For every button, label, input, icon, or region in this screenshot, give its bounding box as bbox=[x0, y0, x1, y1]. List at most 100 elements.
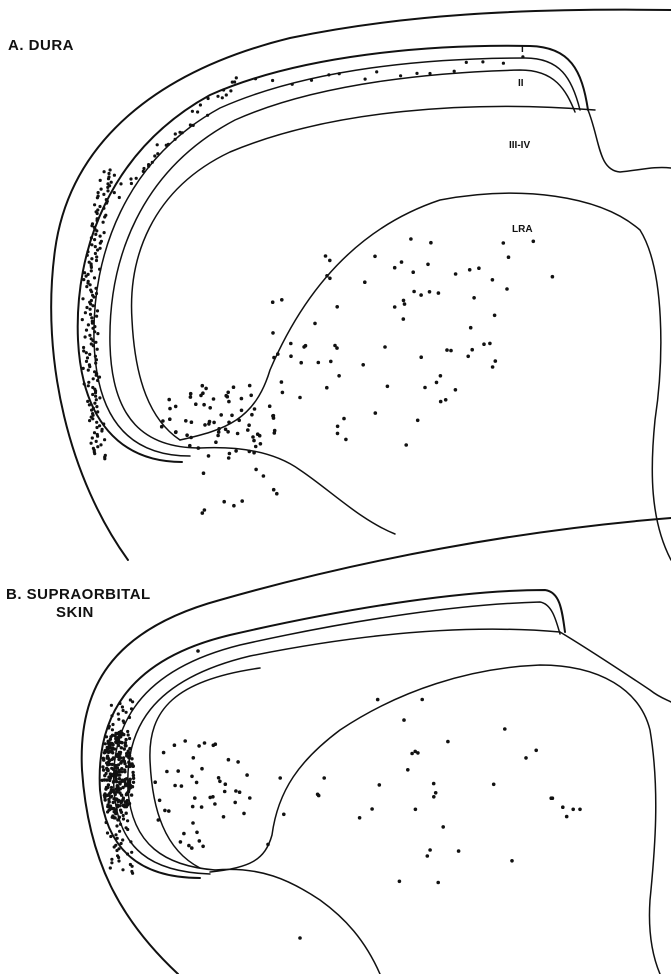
panel-a-cell-dot bbox=[93, 238, 96, 241]
panel-b-cell-dot bbox=[132, 774, 135, 777]
panel-a-cell-dot bbox=[93, 203, 96, 206]
panel-a-cell-dot bbox=[393, 305, 397, 309]
panel-a-cell-dot bbox=[472, 296, 476, 300]
panel-a-cell-dot bbox=[310, 79, 313, 82]
panel-a-cell-dot bbox=[212, 421, 216, 425]
panel-a-cell-dot bbox=[201, 391, 205, 395]
panel-a-cell-dot bbox=[251, 435, 255, 439]
panel-a-cell-dot bbox=[227, 400, 231, 404]
panel-b-cell-dot bbox=[110, 786, 113, 789]
panel-a-cell-dot bbox=[325, 274, 329, 278]
panel-a-cell-dot bbox=[280, 380, 284, 384]
panel-b-cell-dot bbox=[122, 709, 125, 712]
panel-b-cell-dot bbox=[298, 936, 302, 940]
panel-b-cell-dot bbox=[182, 832, 186, 836]
panel-b-cell-dot bbox=[125, 765, 128, 768]
panel-a-cell-dot bbox=[272, 488, 276, 492]
panel-a-cell-dot bbox=[254, 445, 258, 449]
panel-a-cell-dot bbox=[246, 428, 250, 432]
panel-b-cell-dot bbox=[131, 865, 134, 868]
panel-b-cell-dot bbox=[106, 831, 109, 834]
panel-a-cell-dot bbox=[338, 72, 341, 75]
panel-b-lamina-3-outer bbox=[128, 629, 560, 870]
panel-b-cell-dot bbox=[128, 737, 131, 740]
panel-a-cell-dot bbox=[103, 170, 106, 173]
panel-a-cell-dot bbox=[416, 419, 420, 423]
panel-b-cell-dot bbox=[119, 787, 122, 790]
panel-a-cell-dot bbox=[415, 72, 418, 75]
panel-a-cell-dot bbox=[189, 436, 193, 440]
panel-a-cell-dot bbox=[95, 229, 98, 232]
panel-a-cell-dot bbox=[102, 422, 105, 425]
panel-b-cell-dot bbox=[122, 733, 125, 736]
panel-b-cell-dot bbox=[117, 758, 120, 761]
panel-a-cell-dot bbox=[327, 73, 330, 76]
panel-a-cell-dot bbox=[491, 278, 495, 282]
panel-b-cell-dot bbox=[432, 795, 436, 799]
panel-b-cell-dot bbox=[534, 749, 538, 753]
panel-a-label-lamina-2: II bbox=[518, 78, 524, 89]
panel-a-cell-dot bbox=[102, 207, 105, 210]
panel-a-cell-dot bbox=[248, 384, 252, 388]
panel-a-cell-dot bbox=[299, 361, 303, 365]
panel-a-cell-dot bbox=[428, 72, 431, 75]
panel-b-cell-dot bbox=[116, 818, 119, 821]
panel-b-cell-dot bbox=[131, 771, 134, 774]
panel-b-cell-dot bbox=[106, 805, 109, 808]
panel-b-cell-dot bbox=[322, 776, 326, 780]
panel-b-cell-dot bbox=[282, 813, 286, 817]
panel-b-cell-dot bbox=[113, 845, 116, 848]
panel-b-cell-dot bbox=[105, 735, 108, 738]
panel-b-cell-dot bbox=[120, 770, 123, 773]
panel-b-cell-dot bbox=[126, 730, 129, 733]
panel-b-cell-dot bbox=[110, 858, 113, 861]
panel-a-cell-dot bbox=[103, 438, 106, 441]
panel-b-cell-dot bbox=[561, 805, 565, 809]
panel-a-cell-dot bbox=[110, 181, 113, 184]
panel-b-cell-dot bbox=[108, 744, 111, 747]
panel-b-cell-dot bbox=[218, 780, 222, 784]
panel-b-cell-dot bbox=[113, 747, 116, 750]
panel-a-cell-dot bbox=[203, 508, 207, 512]
panel-a-cell-dot bbox=[363, 280, 367, 284]
panel-b-cell-dot bbox=[370, 807, 374, 811]
panel-b-labeled-cells bbox=[101, 649, 582, 940]
panel-b-cell-dot bbox=[107, 726, 110, 729]
panel-a-cell-dot bbox=[92, 295, 95, 298]
panel-a-cell-dot bbox=[189, 392, 193, 396]
panel-a-cell-dot bbox=[426, 263, 430, 267]
panel-b-cell-dot bbox=[180, 784, 184, 788]
panel-b-cell-dot bbox=[434, 791, 438, 795]
panel-a-cell-dot bbox=[298, 396, 302, 400]
panel-a-cell-dot bbox=[444, 398, 448, 402]
panel-a-cell-dot bbox=[219, 413, 223, 417]
panel-a-cell-dot bbox=[502, 241, 506, 245]
panel-a-cell-dot bbox=[404, 443, 408, 447]
panel-a-cell-dot bbox=[109, 168, 112, 171]
panel-a-cell-dot bbox=[232, 385, 236, 389]
panel-a-cell-dot bbox=[429, 241, 433, 245]
panel-a-cell-dot bbox=[188, 444, 192, 448]
panel-b-cell-dot bbox=[117, 712, 120, 715]
panel-b-cell-dot bbox=[196, 649, 200, 653]
panel-a-cell-dot bbox=[386, 385, 390, 389]
panel-a-cell-dot bbox=[96, 309, 99, 312]
panel-a-cell-dot bbox=[453, 70, 456, 73]
panel-b-cell-dot bbox=[233, 801, 237, 805]
panel-b-cell-dot bbox=[436, 881, 440, 885]
panel-b-cell-dot bbox=[131, 872, 134, 875]
panel-b-cell-dot bbox=[167, 809, 171, 813]
panel-a-cell-dot bbox=[254, 468, 258, 472]
panel-b-cell-dot bbox=[107, 751, 110, 754]
panel-b-cell-dot bbox=[132, 781, 135, 784]
panel-a-cell-dot bbox=[142, 170, 145, 173]
panel-b-cell-dot bbox=[117, 859, 120, 862]
panel-a-cell-dot bbox=[435, 381, 439, 385]
panel-a-cell-dot bbox=[160, 425, 164, 429]
panel-b-cell-dot bbox=[236, 760, 240, 764]
panel-a-cell-dot bbox=[374, 411, 378, 415]
panel-a-cell-dot bbox=[337, 374, 341, 378]
panel-b-cell-dot bbox=[114, 833, 117, 836]
panel-a-cell-dot bbox=[174, 138, 177, 141]
panel-a-cell-dot bbox=[86, 254, 89, 257]
